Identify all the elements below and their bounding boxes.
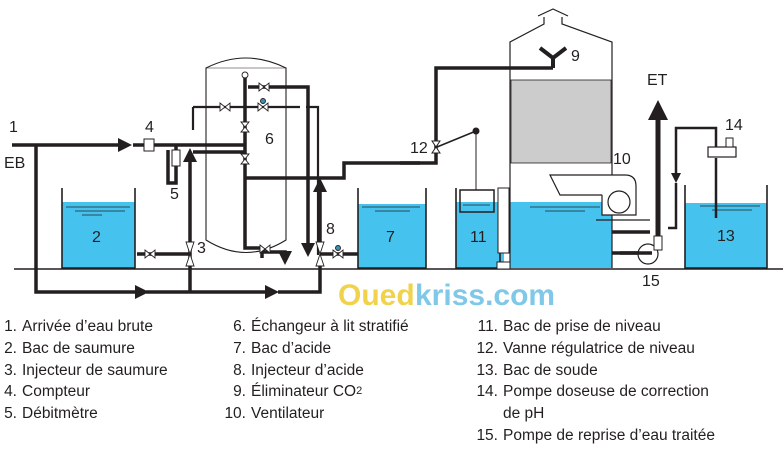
legend-number: 11. bbox=[477, 318, 498, 335]
legend-number: 12. bbox=[476, 339, 498, 357]
legend-item: 8. Injecteur d’acide bbox=[224, 360, 472, 382]
legend-number: 2. bbox=[4, 339, 17, 357]
label-et: ET bbox=[647, 72, 668, 89]
legend-item: 1. Arrivée d’eau brute bbox=[4, 316, 218, 338]
legend-text: Vanne régulatrice de niveau bbox=[503, 339, 695, 357]
legend-number: 14. bbox=[476, 383, 498, 401]
legend-item: 14. Pompe doseuse de correction bbox=[476, 381, 782, 403]
legend-text: Pompe doseuse de correction bbox=[503, 383, 709, 401]
legend-item: 15. Pompe de reprise d’eau traitée bbox=[476, 425, 782, 447]
valve-icon bbox=[257, 102, 269, 112]
label-eb: EB bbox=[4, 155, 25, 172]
valve-icon bbox=[144, 249, 156, 259]
legend-number: 10. bbox=[224, 405, 246, 423]
flowmeter bbox=[171, 149, 181, 167]
legend-item: 4. Compteur bbox=[4, 381, 218, 403]
legend-number: 5. bbox=[4, 405, 17, 423]
legend-number: 3. bbox=[4, 361, 17, 379]
packing bbox=[510, 79, 612, 164]
watermark-text-2: kriss.com bbox=[415, 279, 555, 310]
legend-number: 4. bbox=[4, 383, 17, 401]
legend-column-3: 11. Bac de prise de niveau 12. Vanne régul… bbox=[476, 316, 782, 447]
legend-item: 3. Injecteur de saumure bbox=[4, 360, 218, 382]
label-4: 4 bbox=[145, 119, 154, 136]
legend-text: Échangeur à lit stratifié bbox=[251, 318, 409, 335]
legend-subscript: 2 bbox=[356, 385, 363, 398]
brine-tank bbox=[61, 188, 136, 269]
label-9: 9 bbox=[571, 48, 580, 65]
co2-eliminator-column bbox=[496, 8, 613, 270]
legend-column-2: 6. Échangeur à lit stratifié 7. Bac d’acid… bbox=[224, 316, 472, 425]
legend-text: Arrivée d’eau brute bbox=[22, 318, 153, 335]
label-3: 3 bbox=[197, 240, 206, 257]
legend-item: 12. Vanne régulatrice de niveau bbox=[476, 338, 782, 360]
valve-icon bbox=[259, 244, 271, 254]
legend-item: 7. Bac d’acide bbox=[224, 338, 472, 360]
label-5: 5 bbox=[170, 186, 179, 203]
legend-text: Éliminateur CO bbox=[251, 383, 357, 401]
treated-water-pump bbox=[620, 235, 663, 265]
legend-number: 13. bbox=[476, 361, 498, 379]
legend-text: Ventilateur bbox=[251, 405, 325, 423]
water-treatment-diagram: Oued kriss.com bbox=[4, 8, 783, 310]
legend-item: 6. Échangeur à lit stratifié bbox=[224, 316, 472, 338]
label-15: 15 bbox=[642, 273, 660, 290]
legend-item: 10. Ventilateur bbox=[224, 403, 472, 425]
legend-text: Pompe de reprise d’eau traitée bbox=[503, 426, 715, 444]
label-8: 8 bbox=[326, 221, 335, 238]
legend-number: 9. bbox=[233, 383, 246, 401]
valve-icon bbox=[240, 153, 250, 165]
legend-item: 13. Bac de soude bbox=[476, 360, 782, 382]
legend-text: de pH bbox=[503, 405, 545, 423]
valve-icon bbox=[219, 102, 231, 112]
label-10: 10 bbox=[613, 151, 631, 168]
legend-item-continuation: de pH bbox=[476, 403, 782, 425]
level-tank bbox=[455, 188, 504, 269]
legend-item: 11. Bac de prise de niveau bbox=[476, 316, 782, 338]
legend-item: 5. Débitmètre bbox=[4, 403, 218, 425]
ph-dosing-pump bbox=[707, 137, 737, 158]
legend-text: Injecteur d’acide bbox=[251, 361, 364, 379]
legend-number: 7. bbox=[233, 339, 246, 357]
legend-text: Bac de saumure bbox=[22, 339, 135, 357]
label-2: 2 bbox=[92, 229, 101, 246]
legend-text: Compteur bbox=[22, 383, 91, 401]
legend-text: Bac d’acide bbox=[251, 339, 332, 357]
label-6: 6 bbox=[265, 131, 274, 148]
legend-column-1: 1. Arrivée d’eau brute 2. Bac de saumure 3… bbox=[4, 316, 218, 425]
fan bbox=[549, 174, 650, 221]
valve-icon bbox=[258, 82, 270, 92]
legend-number: 6. bbox=[233, 318, 246, 335]
level-regulating-valve bbox=[431, 127, 480, 190]
brine-injector bbox=[185, 241, 195, 267]
legend-text: Débitmètre bbox=[22, 405, 98, 423]
legend-text: Injecteur de saumure bbox=[22, 361, 168, 379]
flow-counter bbox=[143, 138, 155, 152]
acid-tank bbox=[357, 188, 427, 269]
valves bbox=[144, 71, 344, 267]
label-1: 1 bbox=[9, 119, 18, 136]
watermark-text-1: Oued bbox=[338, 279, 415, 310]
acid-injector bbox=[315, 241, 325, 267]
label-11: 11 bbox=[470, 229, 487, 246]
watermark: Oued kriss.com bbox=[338, 279, 555, 310]
valve-icon bbox=[332, 249, 344, 259]
legend-item: 2. Bac de saumure bbox=[4, 338, 218, 360]
float bbox=[459, 189, 495, 213]
legend-number: 1. bbox=[4, 318, 17, 335]
label-14: 14 bbox=[725, 117, 743, 134]
label-7: 7 bbox=[386, 229, 395, 246]
legend-text: Bac de prise de niveau bbox=[503, 318, 661, 335]
legend-text: Bac de soude bbox=[503, 361, 598, 379]
label-13: 13 bbox=[717, 228, 735, 245]
legend-number: 8. bbox=[233, 361, 246, 379]
legend-number: 15. bbox=[476, 426, 498, 444]
valve-icon bbox=[240, 121, 250, 133]
caustic-tank bbox=[684, 185, 768, 269]
label-12: 12 bbox=[410, 140, 428, 157]
